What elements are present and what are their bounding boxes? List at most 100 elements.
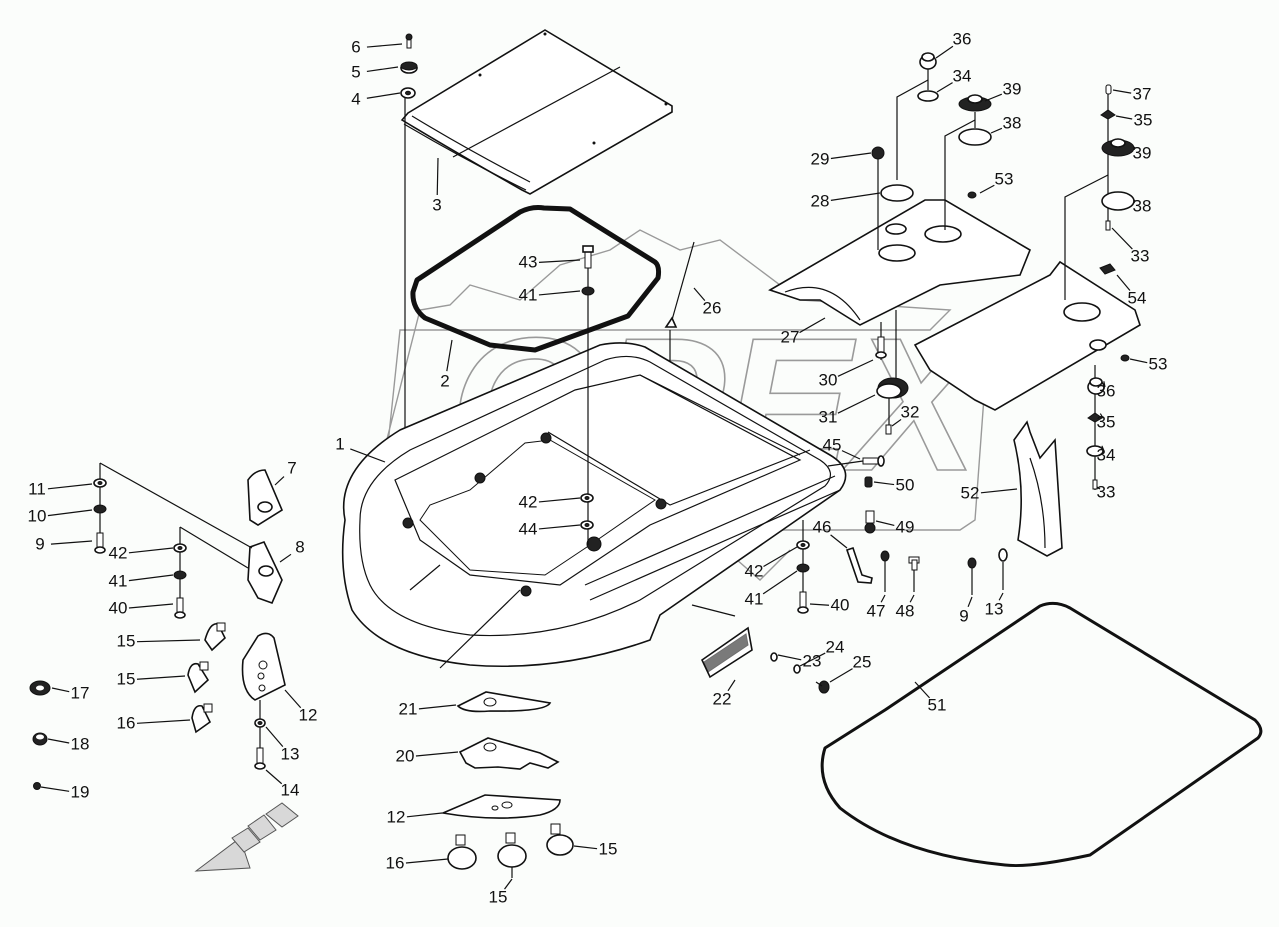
callout-number[interactable]: 46 [813,517,832,536]
callout-lamp-bracket[interactable]: 8 [279,537,305,563]
callout-number[interactable]: 38 [1133,196,1152,215]
callout-washer[interactable]: 13 [985,592,1004,618]
callout-cap[interactable]: 5 [351,62,399,81]
callout-stud[interactable]: 49 [875,517,914,536]
callout-number[interactable]: 25 [853,652,872,671]
callout-screw[interactable]: 33 [1111,227,1150,265]
callout-roof-shell[interactable]: 1 [335,434,386,463]
callout-number[interactable]: 20 [396,746,415,765]
callout-lamp[interactable]: 16 [386,853,449,872]
callout-number[interactable]: 17 [71,683,90,702]
callout-washer[interactable]: 34 [936,66,971,93]
callout-number[interactable]: 3 [432,195,441,214]
callout-number[interactable]: 40 [109,598,128,617]
callout-number[interactable]: 41 [745,589,764,608]
callout-air-vent[interactable]: 39 [984,79,1021,102]
callout-number[interactable]: 42 [109,543,128,562]
callout-screw[interactable]: 9 [35,534,93,553]
callout-number[interactable]: 26 [703,298,722,317]
lamp-bracket[interactable] [247,541,283,605]
callout-washer[interactable]: 24 [799,637,845,667]
callout-number[interactable]: 39 [1133,143,1152,162]
callout-number[interactable]: 12 [387,807,406,826]
callout-washer[interactable]: 4 [351,89,401,108]
callout-number[interactable]: 36 [1097,381,1116,400]
callout-seal-ring[interactable]: 38 [1133,196,1152,215]
callout-number[interactable]: 35 [1097,412,1116,431]
callout-cap[interactable]: 36 [935,29,972,59]
callout-number[interactable]: 15 [489,887,508,906]
callout-number[interactable]: 47 [867,601,886,620]
callout-roof-seal[interactable]: 51 [914,681,947,714]
callout-number[interactable]: 41 [109,571,128,590]
callout-speaker-grille[interactable]: 31 [819,394,876,426]
callout-number[interactable]: 53 [995,169,1014,188]
callout-number[interactable]: 30 [819,370,838,389]
callout-number[interactable]: 23 [803,651,822,670]
callout-washer[interactable]: 42 [519,492,581,511]
callout-clip[interactable]: 48 [896,594,915,620]
callout-cap[interactable]: 36 [1097,381,1116,400]
callout-screw[interactable]: 25 [829,652,872,683]
callout-grommet[interactable]: 18 [47,734,90,753]
callout-number[interactable]: 34 [1097,445,1116,464]
callout-screw[interactable]: 33 [1096,482,1116,501]
callout-screw[interactable]: 40 [109,598,174,617]
callout-number[interactable]: 24 [826,637,845,656]
callout-bolt[interactable]: 43 [519,252,581,271]
callout-number[interactable]: 18 [71,734,90,753]
callout-number[interactable]: 10 [28,506,47,525]
callout-seal-ring[interactable]: 38 [990,113,1022,134]
callout-screw[interactable]: 40 [809,595,850,614]
roof-shell[interactable] [341,342,847,669]
callout-washer[interactable]: 34 [1097,445,1116,464]
callout-number[interactable]: 40 [831,595,850,614]
callout-plug[interactable]: 29 [811,149,872,168]
callout-screw[interactable]: 14 [265,769,299,799]
trim-panel[interactable] [1013,420,1063,557]
callout-lamp[interactable]: 15 [117,669,186,688]
callout-number[interactable]: 42 [519,492,538,511]
callout-number[interactable]: 45 [823,435,842,454]
callout-washer[interactable]: 13 [265,726,300,763]
callout-air-vent[interactable]: 39 [1133,143,1152,162]
callout-number[interactable]: 36 [953,29,972,48]
callout-lamp[interactable]: 15 [573,839,617,858]
callout-number[interactable]: 12 [299,705,318,724]
callout-screw[interactable]: 32 [891,402,919,427]
callout-number[interactable]: 43 [519,252,538,271]
callout-number[interactable]: 33 [1131,246,1150,265]
callout-screw[interactable]: 30 [819,359,874,389]
callout-number[interactable]: 50 [896,475,915,494]
callout-washer[interactable]: 42 [745,546,798,580]
callout-lamp-plate[interactable]: 12 [387,807,443,826]
callout-number[interactable]: 35 [1134,110,1153,129]
callout-number[interactable]: 13 [281,744,300,763]
callout-clip[interactable]: 47 [867,594,886,620]
callout-lamp[interactable]: 16 [117,713,191,732]
callout-seal-ring[interactable]: 28 [811,191,881,210]
callout-number[interactable]: 11 [28,479,46,498]
callout-number[interactable]: 5 [351,62,360,81]
callout-antenna[interactable]: 26 [693,287,722,317]
callout-lamp-plate[interactable]: 12 [284,689,318,724]
callout-washer[interactable]: 41 [745,570,798,608]
lamp-plate[interactable] [440,794,561,819]
callout-lamp[interactable]: 15 [489,878,513,906]
callout-roof-hatch-seal[interactable]: 2 [440,339,453,390]
callout-lamp-bracket[interactable]: 20 [396,746,459,765]
roof-seal[interactable] [820,601,1263,868]
callout-number[interactable]: 41 [519,285,538,304]
callout-lamp[interactable]: 15 [117,631,201,650]
callout-number[interactable]: 44 [519,519,538,538]
callout-number[interactable]: 51 [928,695,947,714]
callout-screw[interactable]: 9 [959,596,973,625]
callout-number[interactable]: 13 [985,599,1004,618]
callout-number[interactable]: 2 [440,371,449,390]
callout-number[interactable]: 38 [1003,113,1022,132]
lamp-plate[interactable] [456,691,552,713]
callout-number[interactable]: 54 [1128,288,1147,307]
callout-washer[interactable]: 10 [28,506,93,525]
callout-number[interactable]: 37 [1133,84,1152,103]
callout-number[interactable]: 9 [35,534,44,553]
